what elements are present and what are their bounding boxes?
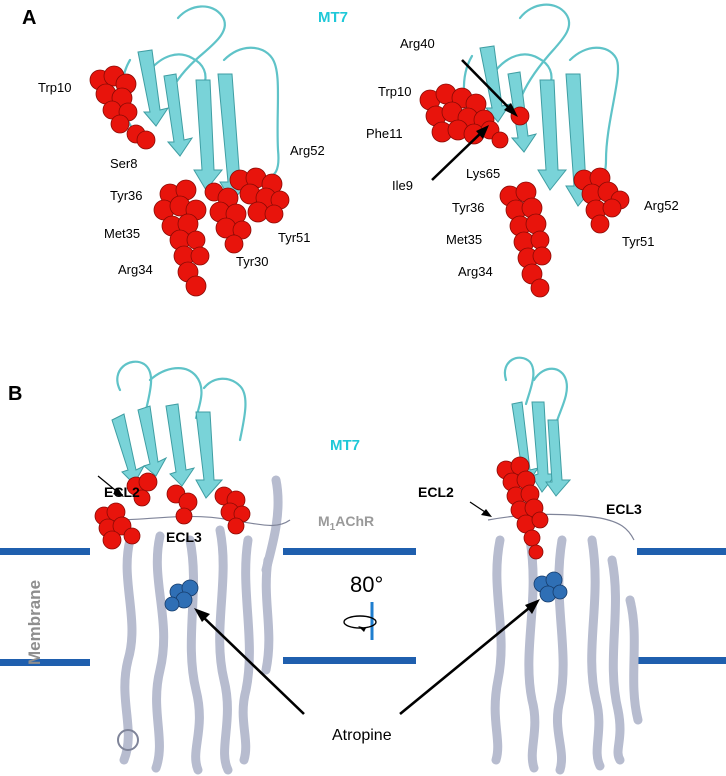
receptor-label: M1AChR [318, 513, 374, 533]
rotation-label: 80° [350, 572, 383, 597]
atropine-right [533, 571, 568, 603]
label-met35-left: Met35 [104, 226, 140, 241]
toxin-ribbon-b-right [503, 356, 572, 497]
membrane-bar-top-right [637, 548, 726, 555]
atropine-label: Atropine [332, 727, 392, 744]
receptor-helices-right [487, 513, 643, 775]
ecl2-label-right: ECL2 [418, 484, 454, 500]
label-ile9-right: Ile9 [392, 178, 413, 193]
receptor-label-rest: AChR [335, 513, 374, 529]
label-met35-right: Met35 [446, 232, 482, 247]
label-tyr30-left: Tyr30 [236, 254, 269, 269]
arrowhead-ile9 [476, 125, 489, 139]
ecl2-arrowhead-left [113, 488, 124, 497]
membrane-bar-bottom-right [637, 657, 726, 664]
ecl3-label-left: ECL3 [166, 529, 202, 545]
ecl2-label-left: ECL2 [104, 484, 140, 500]
atropine-arrow-left [199, 613, 305, 715]
panel-b-mt7-label: MT7 [330, 437, 360, 454]
label-arg52-right: Arg52 [644, 198, 679, 213]
receptor-label-m: M [318, 513, 330, 529]
label-tyr51-left: Tyr51 [278, 230, 311, 245]
receptor-label-sub: 1 [330, 522, 336, 533]
panel-b-letter: B [8, 383, 22, 405]
membrane-bar-bottom-center [283, 657, 416, 664]
label-arg34-left: Arg34 [118, 262, 153, 277]
ecl3-label-right: ECL3 [606, 501, 642, 517]
panel-a-mt7-label: MT7 [318, 9, 348, 26]
label-trp10-left: Trp10 [38, 80, 71, 95]
arrow-ile9 [431, 129, 485, 181]
label-tyr51-right: Tyr51 [622, 234, 655, 249]
ecl2-arrowhead-right [481, 509, 492, 517]
membrane-bar-top-left [0, 548, 90, 555]
label-lys65-right: Lys65 [466, 166, 500, 181]
toxin-ribbon-b-left [111, 360, 247, 499]
label-tyr36-left: Tyr36 [110, 188, 143, 203]
membrane-bar-bottom-left [0, 659, 90, 666]
arrowhead-arg40 [504, 103, 518, 117]
label-trp10-right: Trp10 [378, 84, 411, 99]
label-arg34-right: Arg34 [458, 264, 493, 279]
residue-spheres-left [89, 65, 290, 297]
label-arg52-left: Arg52 [290, 143, 325, 158]
atropine-arrowhead-right [525, 599, 540, 614]
residue-spheres-b-left [94, 472, 251, 550]
label-tyr36-right: Tyr36 [452, 200, 485, 215]
label-arg40-right: Arg40 [400, 36, 435, 51]
rotation-arrowhead-icon [358, 626, 366, 632]
atropine-arrow-right [399, 602, 535, 716]
residue-spheres-b-right [496, 456, 549, 560]
residue-spheres-right [419, 83, 630, 298]
atropine-left [164, 579, 199, 612]
membrane-bar-top-center [283, 548, 416, 555]
label-phe11-right: Phe11 [366, 126, 403, 141]
arrow-arg40 [461, 59, 514, 113]
panel-a-letter: A [22, 7, 36, 29]
atropine-arrowhead-left [194, 608, 210, 622]
receptor-helices-left [115, 475, 291, 775]
membrane-label: Membrane [25, 580, 44, 665]
label-ser8-left: Ser8 [110, 156, 137, 171]
